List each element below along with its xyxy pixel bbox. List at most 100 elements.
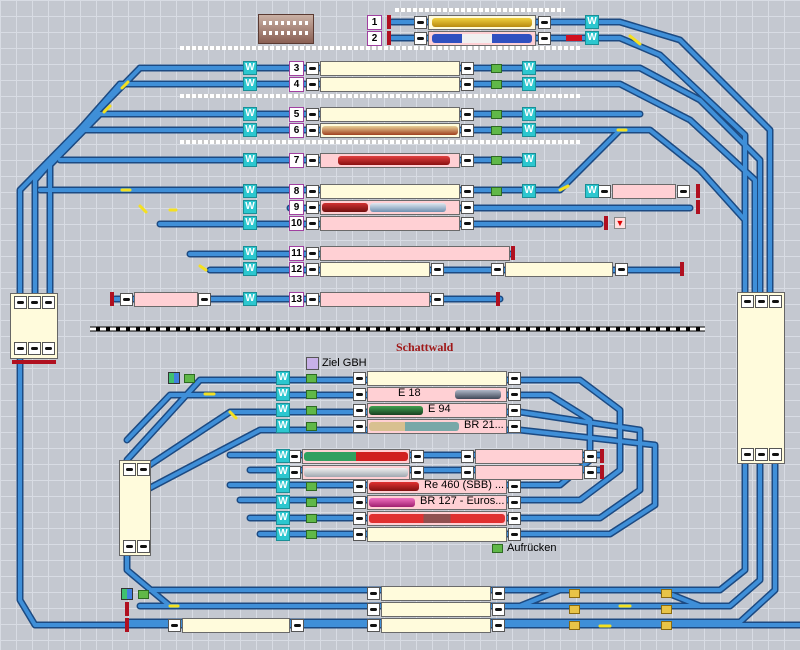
block-end-icon[interactable] (120, 293, 133, 306)
block-end-icon[interactable] (538, 16, 551, 29)
turnout-icon[interactable]: W (276, 495, 290, 509)
track-13-west-block[interactable] (134, 292, 198, 307)
block-end-icon[interactable] (306, 201, 319, 214)
block-end-icon[interactable] (508, 388, 521, 401)
track-number[interactable]: 1 (367, 15, 382, 30)
turnout-icon[interactable]: W (522, 184, 536, 198)
turnout-icon[interactable]: W (522, 61, 536, 75)
track-number[interactable]: 10 (289, 216, 304, 231)
aufruecken-button[interactable] (492, 544, 503, 553)
track-number[interactable]: 12 (289, 262, 304, 277)
train-icon[interactable] (369, 422, 459, 431)
block-end-icon[interactable] (414, 32, 427, 45)
block-end-icon[interactable] (769, 448, 782, 461)
signal-icon[interactable] (306, 530, 317, 539)
turnout-icon[interactable]: W (243, 262, 257, 276)
track-number[interactable]: 9 (289, 200, 304, 215)
bottom-track-4-block[interactable] (182, 618, 290, 633)
track-number[interactable]: 8 (289, 184, 304, 199)
signal-icon[interactable] (138, 590, 149, 599)
block-end-icon[interactable] (306, 108, 319, 121)
turnout-icon[interactable]: W (276, 403, 290, 417)
signal-icon[interactable] (491, 80, 502, 89)
turnout-icon[interactable]: W (243, 200, 257, 214)
block-end-icon[interactable] (461, 154, 474, 167)
turnout-icon[interactable]: W (243, 184, 257, 198)
train-icon[interactable] (369, 482, 419, 491)
block-end-icon[interactable] (508, 528, 521, 541)
turnout-icon[interactable]: W (522, 153, 536, 167)
block-end-icon[interactable] (461, 185, 474, 198)
signal-icon[interactable] (569, 589, 580, 598)
block-end-icon[interactable] (14, 296, 27, 309)
signal-icon[interactable] (491, 64, 502, 73)
block-end-icon[interactable] (598, 185, 611, 198)
block-end-icon[interactable] (353, 512, 366, 525)
block-end-icon[interactable] (431, 293, 444, 306)
track-11-block[interactable] (320, 246, 510, 261)
block-end-icon[interactable] (508, 496, 521, 509)
block-end-icon[interactable] (584, 450, 597, 463)
block-end-icon[interactable] (461, 78, 474, 91)
block-end-icon[interactable] (508, 372, 521, 385)
turnout-icon[interactable]: W (243, 153, 257, 167)
lower-west-vertical-station[interactable] (119, 460, 151, 556)
block-end-icon[interactable] (492, 603, 505, 616)
block-end-icon[interactable] (414, 16, 427, 29)
train-icon[interactable] (304, 452, 408, 461)
track-number[interactable]: 5 (289, 107, 304, 122)
turnout-icon[interactable]: W (522, 77, 536, 91)
block-end-icon[interactable] (508, 512, 521, 525)
control-icon[interactable] (121, 588, 133, 600)
turnout-icon[interactable]: W (243, 216, 257, 230)
turnout-icon[interactable]: W (243, 77, 257, 91)
track-number[interactable]: 7 (289, 153, 304, 168)
signal-icon[interactable] (661, 589, 672, 598)
block-end-icon[interactable] (291, 619, 304, 632)
train-icon[interactable] (432, 18, 532, 27)
track-3-block[interactable] (320, 61, 460, 76)
turnout-icon[interactable]: W (585, 15, 599, 29)
block-end-icon[interactable] (353, 496, 366, 509)
track-12b-block[interactable] (505, 262, 613, 277)
turnout-icon[interactable]: W (522, 107, 536, 121)
bottom-track-2-block[interactable] (381, 602, 491, 617)
signal-icon[interactable] (491, 187, 502, 196)
signal-icon[interactable] (184, 374, 195, 383)
block-end-icon[interactable] (508, 420, 521, 433)
train-icon[interactable] (322, 203, 368, 212)
signal-icon[interactable] (569, 605, 580, 614)
lower-track-5b-block[interactable] (475, 449, 583, 464)
turnout-icon[interactable]: W (276, 479, 290, 493)
block-end-icon[interactable] (42, 296, 55, 309)
block-end-icon[interactable] (508, 404, 521, 417)
train-icon[interactable] (432, 34, 532, 43)
block-end-icon[interactable] (137, 463, 150, 476)
signal-icon[interactable] (661, 605, 672, 614)
turnout-icon[interactable]: W (585, 184, 599, 198)
block-end-icon[interactable] (306, 78, 319, 91)
train-icon[interactable] (369, 406, 423, 415)
track-4-block[interactable] (320, 77, 460, 92)
west-vertical-station[interactable] (10, 293, 58, 359)
track-13-block[interactable] (320, 292, 430, 307)
train-icon[interactable] (322, 126, 458, 135)
block-end-icon[interactable] (461, 450, 474, 463)
turnout-icon[interactable]: W (276, 371, 290, 385)
signal-icon[interactable] (491, 110, 502, 119)
warning-icon[interactable]: ▼ (614, 217, 626, 229)
signal-icon[interactable] (306, 482, 317, 491)
east-vertical-station[interactable] (737, 292, 785, 464)
bottom-track-1-block[interactable] (381, 586, 491, 601)
block-end-icon[interactable] (137, 540, 150, 553)
block-end-icon[interactable] (461, 466, 474, 479)
block-end-icon[interactable] (306, 154, 319, 167)
block-end-icon[interactable] (306, 217, 319, 230)
siding-east-block[interactable] (612, 184, 676, 199)
block-end-icon[interactable] (367, 619, 380, 632)
turnout-icon[interactable]: W (276, 511, 290, 525)
block-end-icon[interactable] (353, 420, 366, 433)
block-end-icon[interactable] (198, 293, 211, 306)
block-end-icon[interactable] (353, 404, 366, 417)
block-end-icon[interactable] (615, 263, 628, 276)
